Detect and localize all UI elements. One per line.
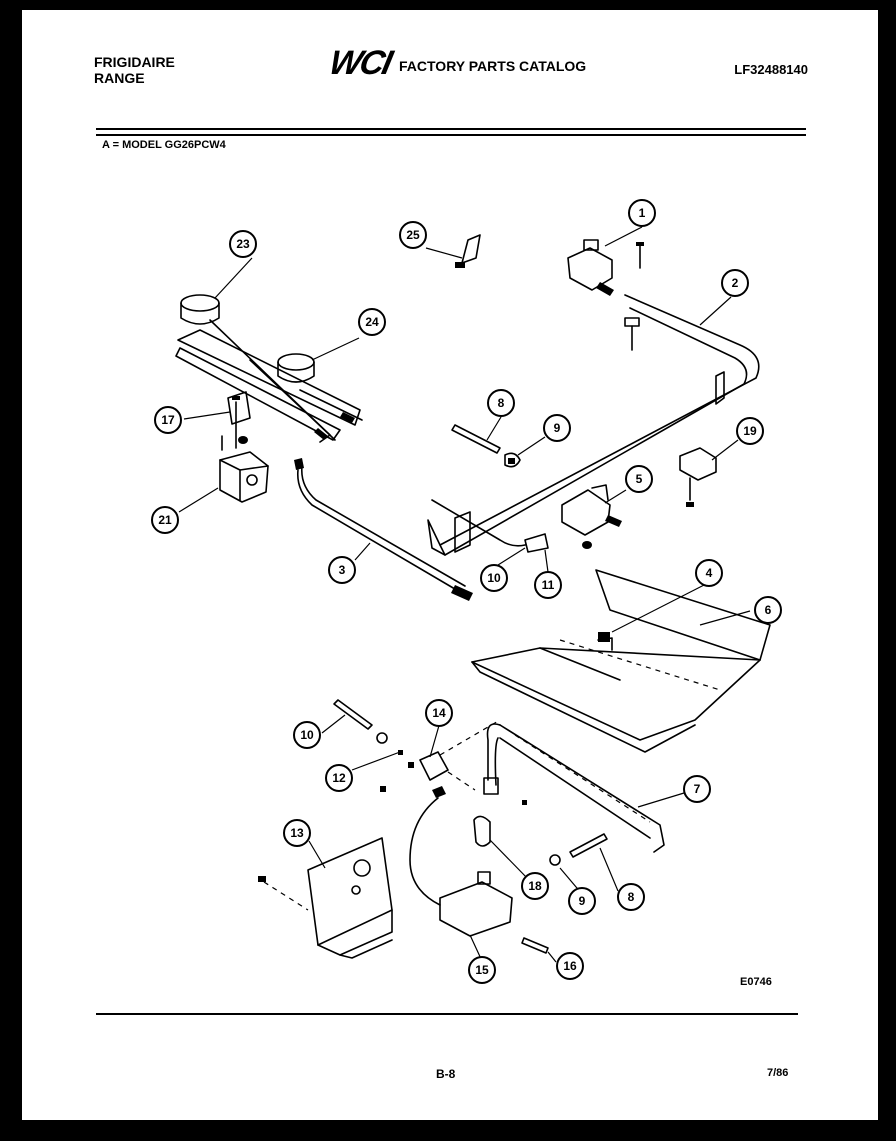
- callout-9-top: 9: [543, 414, 571, 442]
- pin-10-bottom: [333, 699, 403, 755]
- pin-8-bottom: [549, 833, 608, 866]
- svg-text:19: 19: [743, 424, 757, 438]
- callout-1: 1: [628, 199, 656, 227]
- catalog-page: FRIGIDAIRE RANGE WCI FACTORY PARTS CATAL…: [22, 10, 878, 1120]
- burner-tube-7: [483, 723, 665, 853]
- svg-text:17: 17: [161, 413, 175, 427]
- callout-5: 5: [625, 465, 653, 493]
- manifold-tube-2: [427, 294, 760, 556]
- svg-text:3: 3: [339, 563, 346, 577]
- valve-1: [567, 239, 644, 296]
- burner-assembly: [175, 294, 363, 443]
- svg-text:15: 15: [475, 963, 489, 977]
- callout-9-bottom: 9: [568, 887, 596, 915]
- callout-13: 13: [283, 819, 311, 847]
- svg-text:7: 7: [694, 782, 701, 796]
- svg-text:21: 21: [158, 513, 172, 527]
- callout-21: 21: [151, 506, 179, 534]
- svg-text:25: 25: [406, 228, 420, 242]
- callout-14: 14: [425, 699, 453, 727]
- bracket-14: [380, 719, 527, 805]
- svg-text:8: 8: [628, 890, 635, 904]
- callout-4: 4: [695, 559, 723, 587]
- callout-8-bottom: 8: [617, 883, 645, 911]
- revision-date: 7/86: [767, 1067, 789, 1079]
- svg-text:12: 12: [332, 771, 346, 785]
- callout-2: 2: [721, 269, 749, 297]
- svg-text:11: 11: [542, 578, 555, 592]
- svg-text:10: 10: [487, 571, 501, 585]
- svg-text:1: 1: [639, 206, 646, 220]
- svg-text:16: 16: [563, 959, 577, 973]
- callout-10-bottom: 10: [293, 721, 321, 749]
- svg-text:2: 2: [732, 276, 739, 290]
- callout-7: 7: [683, 775, 711, 803]
- brand-block: FRIGIDAIRE RANGE: [94, 54, 175, 86]
- shield-6: [471, 569, 771, 753]
- catalog-number: LF32488140: [734, 62, 808, 77]
- callout-16: 16: [556, 952, 584, 980]
- svg-text:18: 18: [528, 879, 542, 893]
- footer-rule: [96, 1013, 798, 1015]
- leader-lines: [178, 226, 751, 963]
- bracket-25: [455, 234, 481, 268]
- callout-18: 18: [521, 872, 549, 900]
- svg-text:4: 4: [706, 566, 713, 580]
- svg-text:24: 24: [365, 315, 379, 329]
- pin-8-top: [451, 424, 521, 468]
- svg-text:6: 6: [765, 603, 772, 617]
- catalog-title: FACTORY PARTS CATALOG: [399, 58, 587, 74]
- svg-text:5: 5: [636, 472, 643, 486]
- callout-12: 12: [325, 764, 353, 792]
- callout-23: 23: [229, 230, 257, 258]
- product-type: RANGE: [94, 70, 145, 86]
- regulator-15: [409, 786, 513, 937]
- callout-25: 25: [399, 221, 427, 249]
- svg-text:14: 14: [432, 706, 446, 720]
- fitting-19: [679, 447, 717, 507]
- callout-6: 6: [754, 596, 782, 624]
- svg-text:9: 9: [579, 894, 586, 908]
- model-line: A = MODEL GG26PCW4: [102, 139, 226, 151]
- brand-name: FRIGIDAIRE: [94, 54, 175, 70]
- ignitor-assembly-21: [219, 391, 269, 503]
- clamp-18: [473, 815, 491, 847]
- gas-tube-10-11: [431, 499, 549, 553]
- svg-text:8: 8: [498, 396, 505, 410]
- header-rule: [96, 128, 806, 136]
- callout-19: 19: [736, 417, 764, 445]
- callout-11: 11: [534, 571, 562, 599]
- valve-5: [561, 484, 622, 549]
- callout-8-top: 8: [487, 389, 515, 417]
- mounting-plate-13: [258, 837, 393, 959]
- svg-text:13: 13: [290, 826, 304, 840]
- svg-text:10: 10: [300, 728, 314, 742]
- callout-24: 24: [358, 308, 386, 336]
- screw-16: [521, 937, 549, 954]
- exploded-parts-diagram: 1 2 3 4 5 6 7 8 9 10 11 12 13 14 15 16 1…: [151, 199, 782, 984]
- callout-15: 15: [468, 956, 496, 984]
- callout-17: 17: [154, 406, 182, 434]
- callout-10-top: 10: [480, 564, 508, 592]
- svg-text:9: 9: [554, 421, 561, 435]
- tube-3: [294, 458, 473, 601]
- page-number: B-8: [436, 1067, 456, 1081]
- svg-text:23: 23: [236, 237, 250, 251]
- callout-3: 3: [328, 556, 356, 584]
- drawing-code: E0746: [740, 976, 772, 988]
